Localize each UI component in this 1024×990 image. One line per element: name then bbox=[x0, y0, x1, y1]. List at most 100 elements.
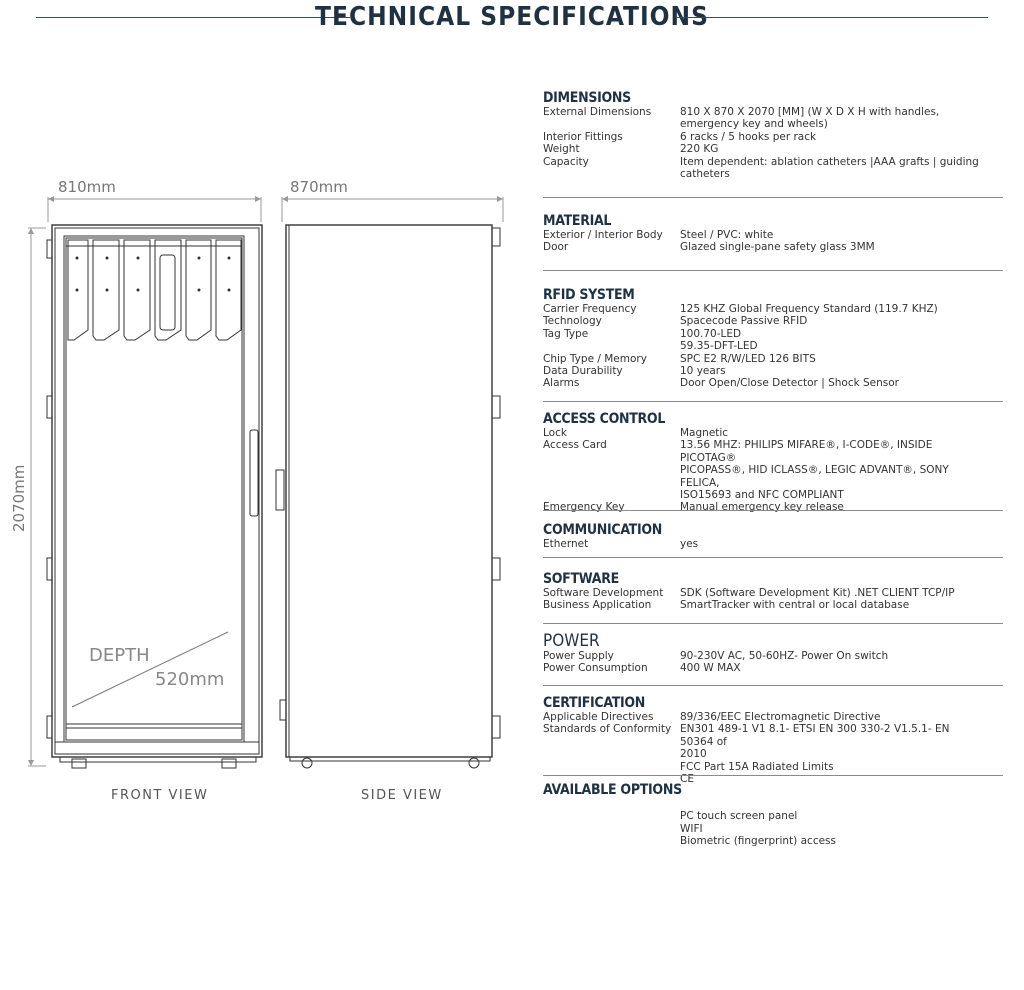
spec-key: Interior Fittings bbox=[543, 130, 623, 143]
spec-key: Alarms bbox=[543, 377, 580, 390]
section-divider bbox=[543, 510, 1003, 511]
section-title: COMMUNICATION bbox=[543, 522, 662, 538]
front-view-label: FRONT VIEW bbox=[111, 788, 209, 803]
spec-value-line: catheters bbox=[680, 168, 730, 181]
spec-key: Weight bbox=[543, 143, 580, 156]
front-width-label: 810mm bbox=[58, 178, 116, 196]
spec-row: Ethernet yes bbox=[543, 538, 1003, 550]
spec-key: External Dimensions bbox=[543, 106, 652, 118]
title-rule-right bbox=[677, 17, 988, 18]
spec-value: SmartTracker with central or local datab… bbox=[680, 599, 980, 611]
spec-value-line: SPC E2 R/W/LED 126 BITS bbox=[680, 352, 816, 365]
spec-value: Magnetic bbox=[680, 427, 980, 439]
spec-value-line: SDK (Software Development Kit) .NET CLIE… bbox=[680, 587, 955, 599]
section-divider bbox=[543, 557, 1003, 558]
spec-row: Capacity Item dependent: ablation cathete… bbox=[543, 156, 1003, 181]
section-divider bbox=[543, 401, 1003, 402]
spec-value: yes bbox=[680, 538, 980, 550]
spec-key: Emergency Key bbox=[543, 501, 625, 514]
spec-value-line: EN301 489-1 V1 8.1- ETSI EN 300 330-2 V1… bbox=[680, 723, 950, 748]
spec-key: Chip Type / Memory bbox=[543, 352, 647, 365]
spec-value-line: SmartTracker with central or local datab… bbox=[680, 599, 910, 612]
spec-key: Applicable Directives bbox=[543, 711, 654, 723]
spec-value-line: 220 KG bbox=[680, 143, 719, 156]
spec-value-line: 125 KHZ Global Frequency Standard (119.7… bbox=[680, 303, 938, 315]
depth-value: 520mm bbox=[155, 669, 224, 690]
spec-value-line: Manual emergency key release bbox=[680, 501, 844, 514]
spec-row: Software Development SDK (Software Develo… bbox=[543, 587, 1003, 599]
spec-value: Door Open/Close Detector | Shock Sensor bbox=[680, 377, 980, 389]
section-divider bbox=[543, 685, 1003, 686]
spec-value-line: PICOPASS®, HID ICLASS®, LEGIC ADVANT®, S… bbox=[680, 464, 949, 489]
spec-value-line: Magnetic bbox=[680, 427, 729, 439]
spec-value-line: 59.35-DFT-LED bbox=[680, 340, 758, 353]
spec-value-line: 100.70-LED bbox=[680, 327, 742, 340]
section-title: MATERIAL bbox=[543, 213, 612, 229]
spec-value: Spacecode Passive RFID bbox=[680, 315, 980, 327]
spec-key: Tag Type bbox=[543, 327, 589, 340]
section-divider bbox=[543, 197, 1003, 198]
page-title: TECHNICAL SPECIFICATIONS bbox=[315, 2, 709, 32]
spec-row: Data Durability 10 years bbox=[543, 365, 1003, 377]
spec-value-line: FCC Part 15A Radiated Limits bbox=[680, 760, 834, 773]
spec-key: Ethernet bbox=[543, 538, 589, 550]
spec-key: Data Durability bbox=[543, 365, 623, 378]
spec-value: 10 years bbox=[680, 365, 980, 377]
spec-key: Power Consumption bbox=[543, 662, 648, 675]
spec-value-line: 810 X 870 X 2070 [MM] (W X D X H with ha… bbox=[680, 106, 940, 118]
section-title: ACCESS CONTROL bbox=[543, 411, 666, 427]
section-divider bbox=[543, 775, 1003, 776]
spec-value-line: emergency key and wheels) bbox=[680, 118, 828, 131]
spec-value: 810 X 870 X 2070 [MM] (W X D X H with ha… bbox=[680, 106, 980, 131]
spec-value-line: 10 years bbox=[680, 365, 726, 378]
spec-key: Carrier Frequency bbox=[543, 303, 637, 315]
spec-value-line bbox=[680, 798, 980, 810]
spec-value-line: 2010 bbox=[680, 748, 707, 761]
spec-key: Capacity bbox=[543, 155, 589, 168]
spec-row: Emergency Key Manual emergency key releas… bbox=[543, 501, 1003, 513]
spec-value: Steel / PVC: white bbox=[680, 229, 980, 241]
cabinet-drawing: 810mm 870mm 2070mm DEPTH 520mm bbox=[10, 178, 504, 769]
spec-key: Technology bbox=[543, 315, 602, 328]
spec-key: Access Card bbox=[543, 439, 607, 452]
section-title: RFID SYSTEM bbox=[543, 287, 635, 303]
spec-value-line: Steel / PVC: white bbox=[680, 229, 774, 241]
spec-value-line: 13.56 MHZ: PHILIPS MIFARE®, I-CODE®, INS… bbox=[680, 439, 933, 464]
spec-value-line: Door Open/Close Detector | Shock Sensor bbox=[680, 377, 900, 390]
section-divider bbox=[543, 270, 1003, 271]
spec-value: SDK (Software Development Kit) .NET CLIE… bbox=[680, 587, 980, 599]
section-title: AVAILABLE OPTIONS bbox=[543, 782, 682, 798]
height-label: 2070mm bbox=[10, 465, 28, 532]
side-view-label: SIDE VIEW bbox=[361, 788, 443, 803]
spec-value: 13.56 MHZ: PHILIPS MIFARE®, I-CODE®, INS… bbox=[680, 439, 980, 501]
spec-value-line: Biometric (fingerprint) access bbox=[680, 835, 836, 848]
spec-key: Software Development bbox=[543, 587, 664, 599]
spec-value: Item dependent: ablation catheters |AAA … bbox=[680, 156, 980, 181]
spec-value-line: ISO15693 and NFC COMPLIANT bbox=[680, 489, 844, 502]
spec-value: 6 racks / 5 hooks per rack bbox=[680, 131, 980, 143]
section-title: SOFTWARE bbox=[543, 571, 619, 587]
title-rule-left bbox=[36, 17, 350, 18]
spec-row: Alarms Door Open/Close Detector | Shock S… bbox=[543, 377, 1003, 389]
spec-value: Glazed single-pane safety glass 3MM bbox=[680, 241, 980, 253]
spec-value: Manual emergency key release bbox=[680, 501, 980, 513]
spec-row: Weight 220 KG bbox=[543, 143, 1003, 155]
spec-value-line: 6 racks / 5 hooks per rack bbox=[680, 130, 817, 143]
header: TECHNICAL SPECIFICATIONS bbox=[0, 0, 1024, 36]
